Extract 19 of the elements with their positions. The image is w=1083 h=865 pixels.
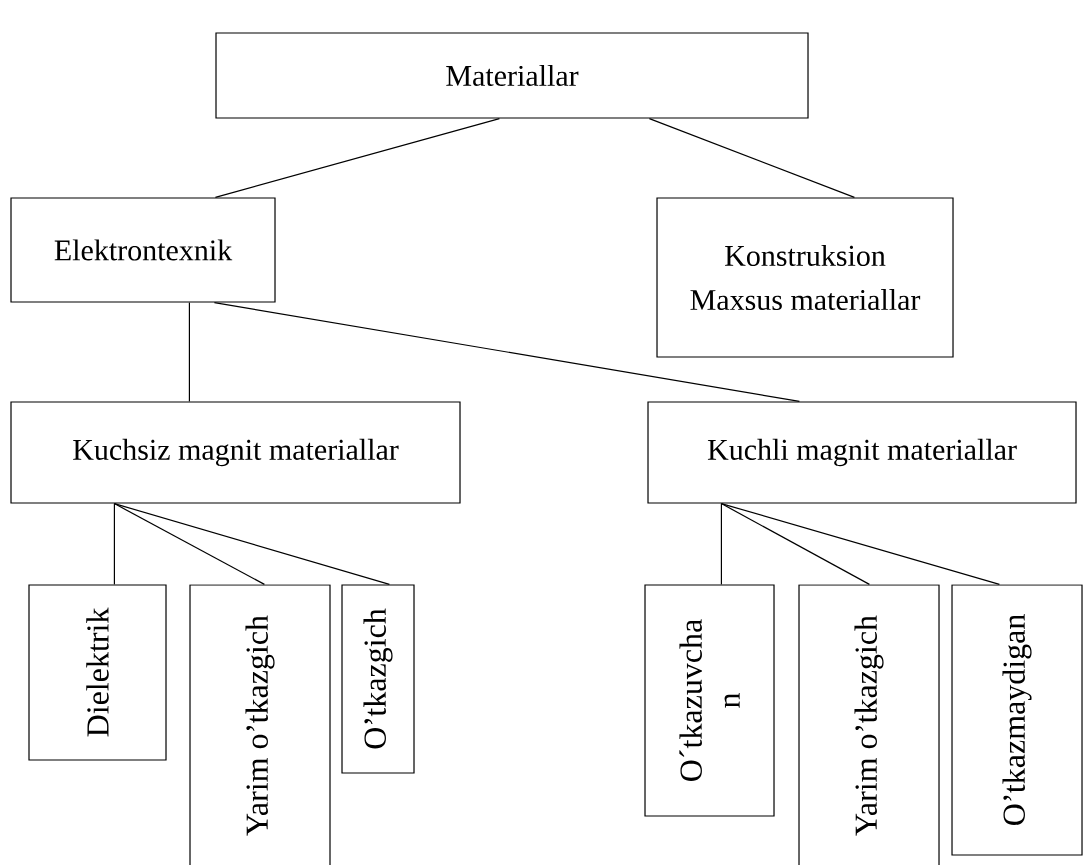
category-box: Elektrontexnik [10,197,276,303]
category-box: Dielektrik [28,584,167,761]
category-box: Yarim o’tkazgich [189,584,331,865]
category-box: O´tkazuvcha n [644,584,775,817]
connector-line [648,118,855,198]
connector-line [214,118,500,198]
category-box: Konstruksion Maxsus materiallar [656,197,954,358]
category-box: Kuchli magnit materiallar [647,401,1077,504]
category-box: Yarim o’tkazgich [798,584,940,865]
connector-line [720,503,1000,585]
category-box: Materiallar [215,32,809,119]
category-box: Kuchsiz magnit materiallar [10,401,461,504]
connector-line [188,302,190,402]
category-box: O’tkazgich [341,584,415,774]
category-box: O’tkazmaydigan [951,584,1083,856]
connector-line [213,302,800,402]
connector-line [113,503,390,585]
connector-line [720,503,722,585]
connector-line [113,503,115,585]
